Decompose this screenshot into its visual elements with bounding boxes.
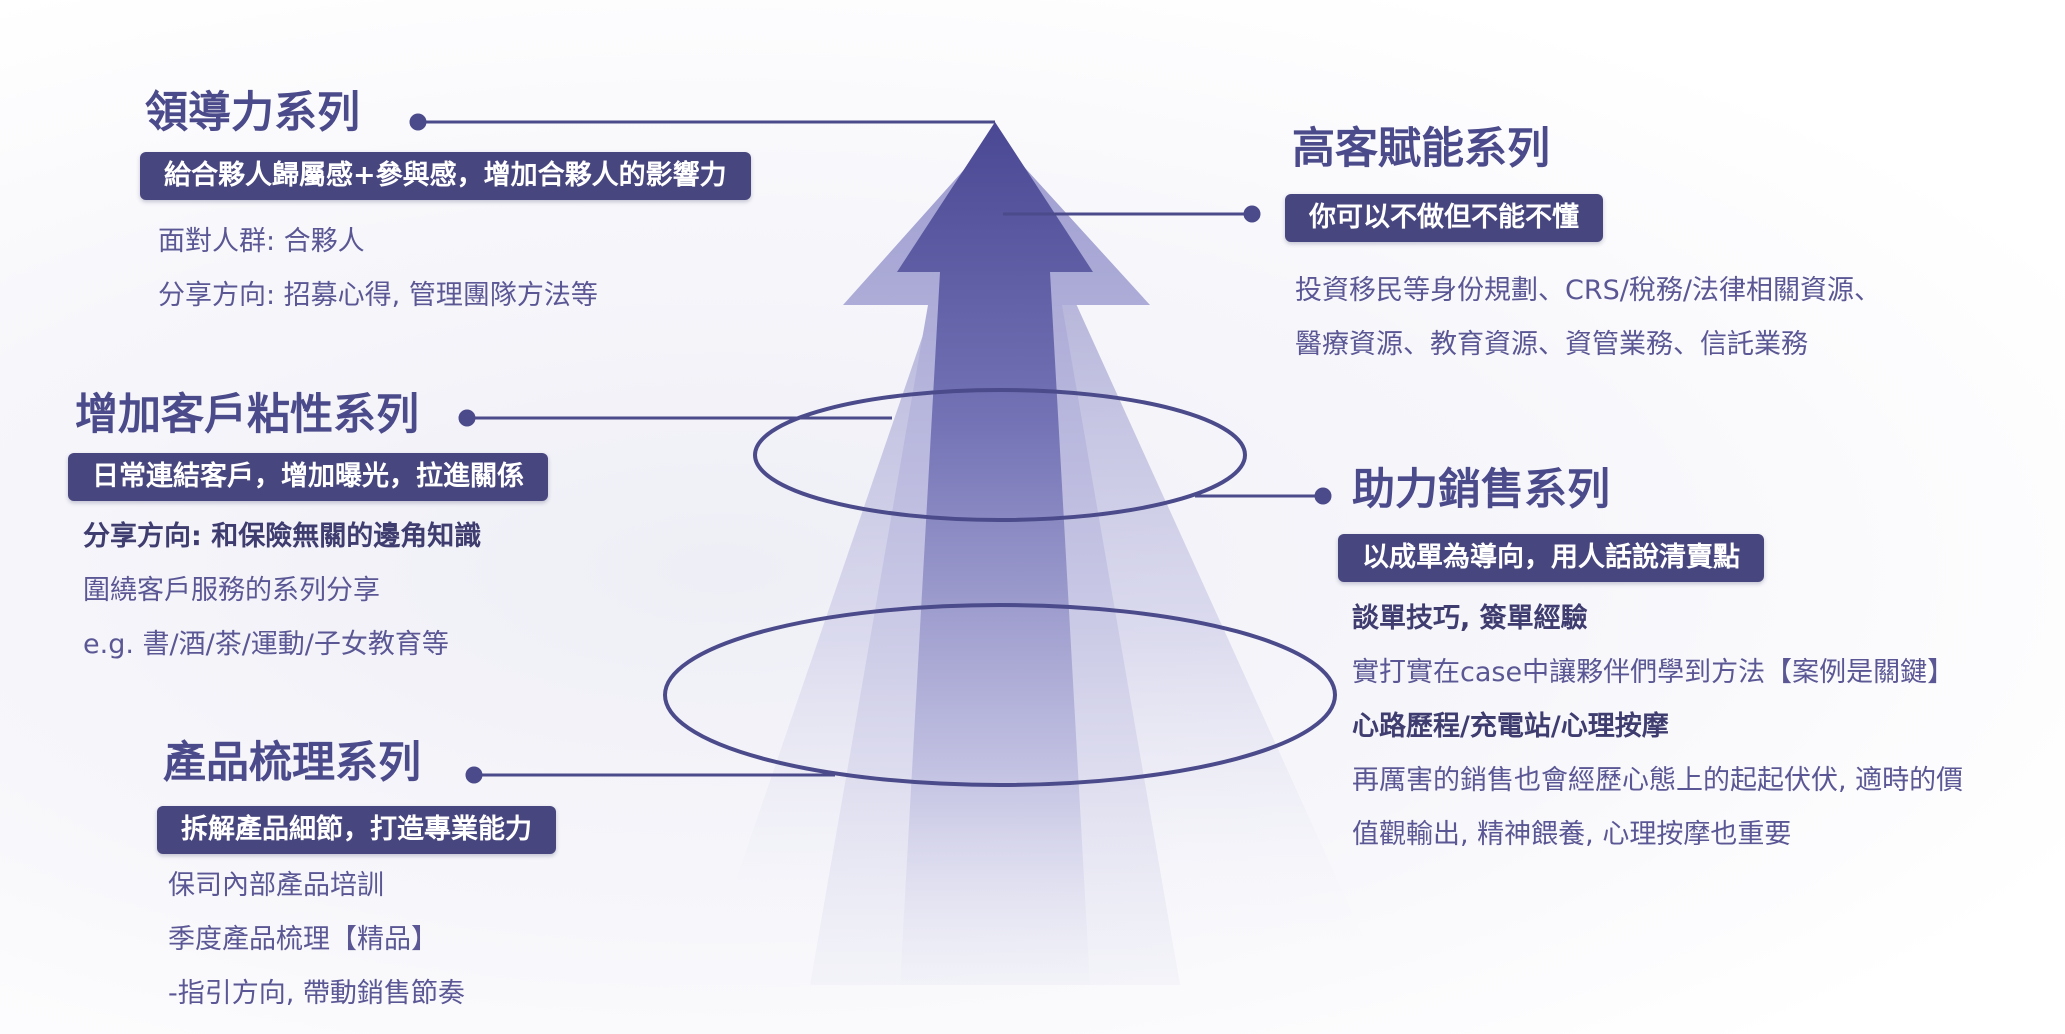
hnw-details: 投資移民等身份規劃、CRS/稅務/法律相關資源、 醫療資源、教育資源、資管業務、… (1295, 264, 1881, 372)
lower-ring (663, 603, 1337, 787)
hnw-title: 高客賦能系列 (1292, 124, 1550, 174)
arrow-front (897, 122, 1093, 985)
product-line-training: 保司內部產品培訓 (168, 870, 384, 901)
leader-dot-product (465, 766, 483, 784)
sales-title: 助力銷售系列 (1352, 465, 1610, 515)
product-line-quarterly: 季度產品梳理【精品】 (168, 924, 438, 955)
stickiness-line-direction: 分享方向: 和保險無關的邊角知識 (83, 521, 482, 552)
leadership-subtitle: 給合夥人歸屬感+參與感，增加合夥人的影響力 (140, 152, 751, 201)
leader-dot-sales (1314, 487, 1332, 505)
hnw-line-1: 投資移民等身份規劃、CRS/稅務/法律相關資源、 (1295, 275, 1881, 306)
sales-line-mindset-1: 再厲害的銷售也會經歷心態上的起起伏伏, 適時的價 (1352, 765, 1964, 796)
upper-ring (753, 388, 1247, 522)
sales-details: 談單技巧, 簽單經驗 實打實在case中讓夥伴們學到方法【案例是關鍵】 心路歷程… (1352, 592, 1963, 862)
sales-subtitle: 以成單為導向，用人話說清賣點 (1338, 534, 1764, 583)
stickiness-subtitle: 日常連結客戶，增加曝光，拉進關係 (68, 453, 548, 502)
sales-line-case: 實打實在case中讓夥伴們學到方法【案例是關鍵】 (1352, 657, 1955, 688)
leadership-title: 領導力系列 (145, 88, 360, 138)
leadership-line-audience: 面對人群: 合夥人 (158, 226, 365, 257)
leader-dot-leadership (409, 113, 427, 131)
product-details: 保司內部產品培訓 季度產品梳理【精品】 -指引方向, 帶動銷售節奏 (168, 859, 465, 1021)
hnw-subtitle: 你可以不做但不能不懂 (1285, 194, 1603, 243)
leadership-details: 面對人群: 合夥人 分享方向: 招募心得, 管理團隊方法等 (158, 215, 598, 323)
stickiness-details: 分享方向: 和保險無關的邊角知識 圍繞客戶服務的系列分享 e.g. 書/酒/茶/… (83, 510, 481, 672)
sales-line-mindset-2: 值觀輸出, 精神餵養, 心理按摩也重要 (1352, 819, 1792, 850)
leadership-line-direction: 分享方向: 招募心得, 管理團隊方法等 (158, 280, 598, 311)
sales-line-journey: 心路歷程/充電站/心理按摩 (1352, 711, 1669, 742)
leader-dot-hnw (1243, 205, 1261, 223)
stickiness-line-examples: e.g. 書/酒/茶/運動/子女教育等 (83, 629, 449, 660)
stickiness-line-service: 圍繞客戶服務的系列分享 (83, 575, 380, 606)
product-line-guidance: -指引方向, 帶動銷售節奏 (168, 978, 465, 1009)
leader-dot-stickiness (458, 409, 476, 427)
product-title: 產品梳理系列 (163, 738, 421, 788)
sales-line-skills: 談單技巧, 簽單經驗 (1352, 603, 1588, 634)
hnw-line-2: 醫療資源、教育資源、資管業務、信託業務 (1295, 329, 1808, 360)
stickiness-title: 增加客戶粘性系列 (75, 390, 419, 440)
product-subtitle: 拆解產品細節，打造專業能力 (157, 806, 556, 855)
